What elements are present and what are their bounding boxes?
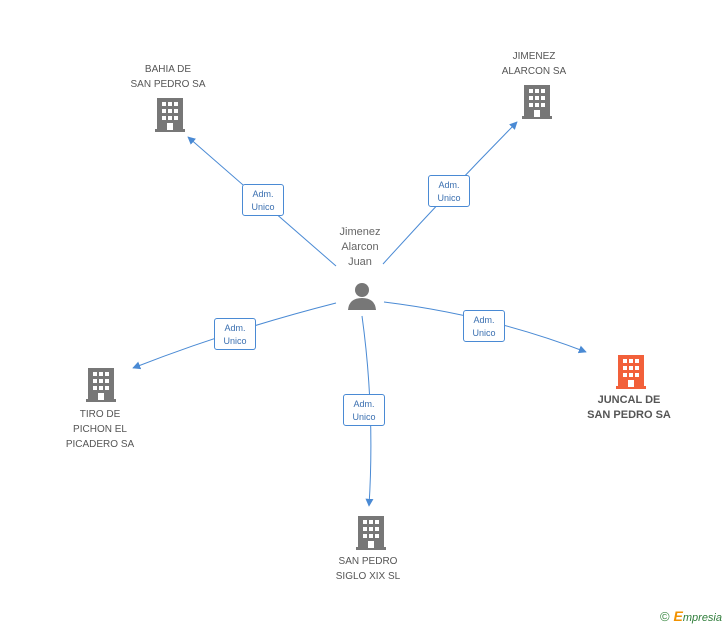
- relation-badge-line-2: Unico: [251, 202, 275, 212]
- company-tiro-line-1: TIRO DE: [79, 409, 121, 420]
- company-jimenez-line-2: ALARCON SA: [501, 66, 567, 77]
- center-name-line-1: Jimenez: [339, 226, 381, 238]
- relation-badge-line-1: Adm.: [252, 189, 274, 199]
- company-label-juncal[interactable]: JUNCAL DE SAN PEDRO SA: [569, 393, 689, 423]
- company-jimenez-line-1: JIMENEZ: [512, 51, 556, 62]
- center-name-line-2: Alarcon: [341, 241, 379, 253]
- company-tiro-line-2: PICHON EL: [73, 424, 127, 435]
- company-label-tiro-pichon[interactable]: TIRO DE PICHON EL PICADERO SA: [40, 407, 160, 452]
- relation-badge-line-1: Adm.: [353, 399, 375, 409]
- building-icon[interactable]: [522, 85, 552, 119]
- company-siglo-line-2: SIGLO XIX SL: [335, 571, 401, 582]
- center-name-line-3: Juan: [348, 256, 372, 268]
- company-bahia-line-2: SAN PEDRO SA: [130, 79, 206, 90]
- company-siglo-line-1: SAN PEDRO: [338, 556, 398, 567]
- company-juncal-line-1: JUNCAL DE: [597, 394, 661, 406]
- relation-badge-line-1: Adm.: [438, 180, 460, 190]
- relation-badge-tiro-pichon[interactable]: Adm. Unico: [214, 318, 256, 350]
- company-label-bahia[interactable]: BAHIA DE SAN PEDRO SA: [108, 62, 228, 92]
- relation-badge-line-2: Unico: [437, 193, 461, 203]
- relation-badge-bahia[interactable]: Adm. Unico: [242, 184, 284, 216]
- relation-badge-san-pedro-siglo[interactable]: Adm. Unico: [343, 394, 385, 426]
- relation-badge-jimenez-alarcon[interactable]: Adm. Unico: [428, 175, 470, 207]
- company-label-san-pedro-siglo[interactable]: SAN PEDRO SIGLO XIX SL: [308, 554, 428, 584]
- brand-logo-text: mpresia: [682, 612, 722, 624]
- company-label-jimenez-alarcon[interactable]: JIMENEZ ALARCON SA: [474, 49, 594, 79]
- relation-badge-line-1: Adm.: [473, 315, 495, 325]
- company-bahia-line-1: BAHIA DE: [144, 64, 192, 75]
- relation-badge-line-2: Unico: [472, 328, 496, 338]
- building-icon[interactable]: [356, 516, 386, 550]
- building-icon[interactable]: [155, 98, 185, 132]
- relation-badge-line-2: Unico: [352, 412, 376, 422]
- brand-footer: ©Empresia: [660, 608, 722, 624]
- relation-badge-line-2: Unico: [223, 336, 247, 346]
- brand-logo-initial: E: [673, 608, 683, 624]
- company-juncal-line-2: SAN PEDRO SA: [587, 409, 671, 421]
- relation-badge-juncal[interactable]: Adm. Unico: [463, 310, 505, 342]
- copyright-icon: ©: [659, 609, 670, 624]
- company-tiro-line-3: PICADERO SA: [65, 439, 135, 450]
- center-person-label[interactable]: Jimenez Alarcon Juan: [320, 225, 400, 270]
- building-icon[interactable]: [86, 368, 116, 402]
- building-icon[interactable]: [616, 355, 646, 389]
- person-icon[interactable]: [347, 281, 377, 311]
- relation-badge-line-1: Adm.: [224, 323, 246, 333]
